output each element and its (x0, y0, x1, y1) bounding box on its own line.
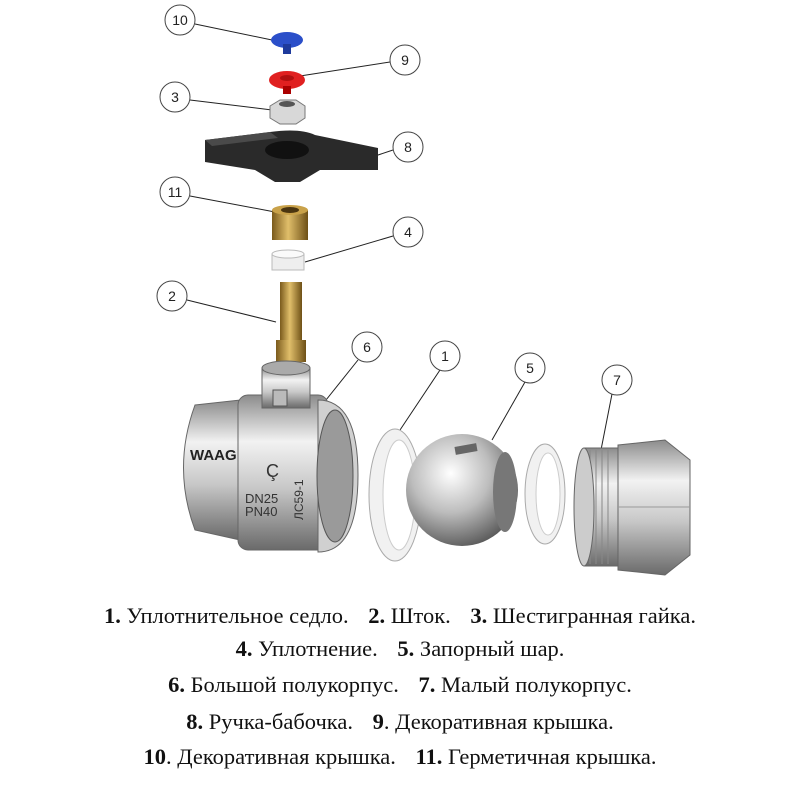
callout-10: 10 (164, 4, 196, 36)
callout-1: 1 (429, 340, 461, 372)
svg-text:1: 1 (441, 348, 449, 364)
part-11-sealing-gland (272, 205, 308, 240)
legend-line-3: 6. Большой полукорпус. 7. Малый полукорп… (168, 672, 632, 697)
callout-7: 7 (601, 364, 633, 396)
callout-2: 2 (156, 280, 188, 312)
part-1-seat-ring (368, 428, 422, 562)
svg-text:6: 6 (363, 339, 371, 355)
svg-text:2: 2 (168, 288, 176, 304)
part-4-seal-ring (524, 443, 566, 545)
part-8-butterfly-handle (205, 130, 378, 182)
svg-text:9: 9 (401, 52, 409, 68)
svg-text:Ç: Ç (266, 461, 279, 481)
svg-text:10: 10 (172, 12, 188, 28)
part-3-hex-nut (269, 99, 306, 125)
ball-valve-exploded-diagram: WAAG Ç DN25 PN40 ЛС59-1 10 9 3 8 11 4 2 … (156, 4, 691, 576)
svg-text:4: 4 (404, 224, 412, 240)
alloy-marking: ЛС59-1 (292, 479, 306, 520)
pn-marking: PN40 (245, 504, 278, 519)
callout-11: 11 (159, 176, 191, 208)
part-4-seal-top (271, 249, 305, 271)
part-9-decorative-cap-red (269, 71, 305, 94)
callout-9: 9 (389, 44, 421, 76)
legend-line-4: 8. Ручка-бабочка. 9. Декоративная крышка… (186, 709, 614, 734)
leader-lines (186, 23, 613, 456)
svg-text:3: 3 (171, 89, 179, 105)
legend-line-5: 10. Декоративная крышка. 11. Герметичная… (143, 744, 657, 769)
svg-text:5: 5 (526, 360, 534, 376)
callout-8: 8 (392, 131, 424, 163)
part-2-stem (276, 282, 306, 362)
part-7-small-body-half (573, 439, 691, 576)
callout-4: 4 (392, 216, 424, 248)
part-5-ball (406, 434, 518, 546)
callout-3: 3 (159, 81, 191, 113)
legend-line-2: 4. Уплотнение. 5. Запорный шар. (235, 636, 565, 661)
dn-marking: DN25 (245, 491, 278, 506)
svg-text:8: 8 (404, 139, 412, 155)
callout-5: 5 (514, 352, 546, 384)
legend-line-1: 1. Уплотнительное седло. 2. Шток. 3. Шес… (104, 603, 696, 628)
svg-text:11: 11 (168, 184, 183, 200)
callout-6: 6 (351, 331, 383, 363)
part-6-large-body-half: WAAG Ç DN25 PN40 ЛС59-1 (183, 360, 359, 553)
part-10-decorative-cap-blue (271, 32, 303, 54)
svg-text:7: 7 (613, 372, 621, 388)
brand-marking: WAAG (190, 447, 237, 464)
